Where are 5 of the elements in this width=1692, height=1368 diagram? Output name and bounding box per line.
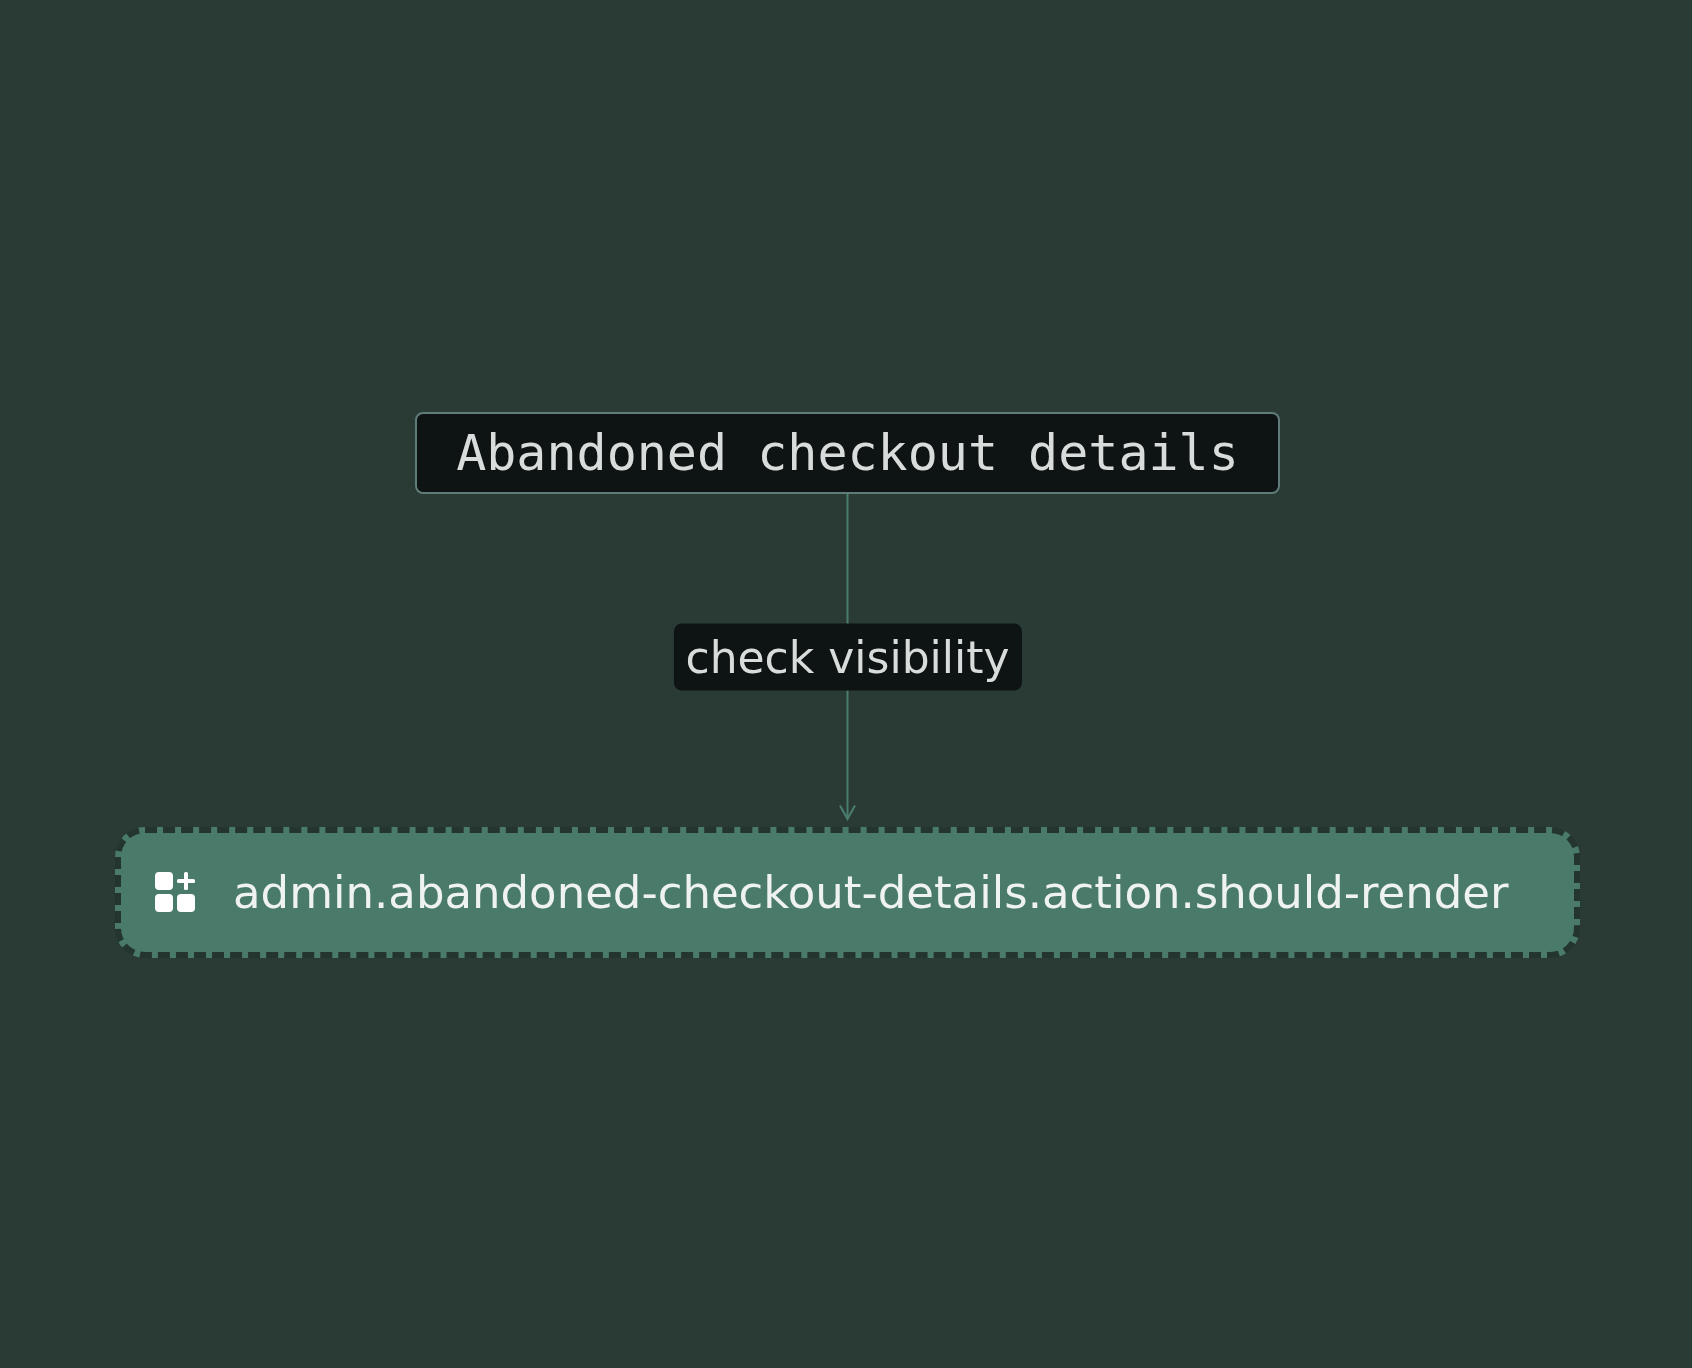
node-label: admin.abandoned-checkout-details.action.should-render xyxy=(233,866,1509,919)
node-label: Abandoned checkout details xyxy=(456,424,1239,482)
edge-label: check visibility xyxy=(673,623,1022,690)
extension-target-box xyxy=(115,827,1580,958)
component-box xyxy=(415,412,1280,494)
